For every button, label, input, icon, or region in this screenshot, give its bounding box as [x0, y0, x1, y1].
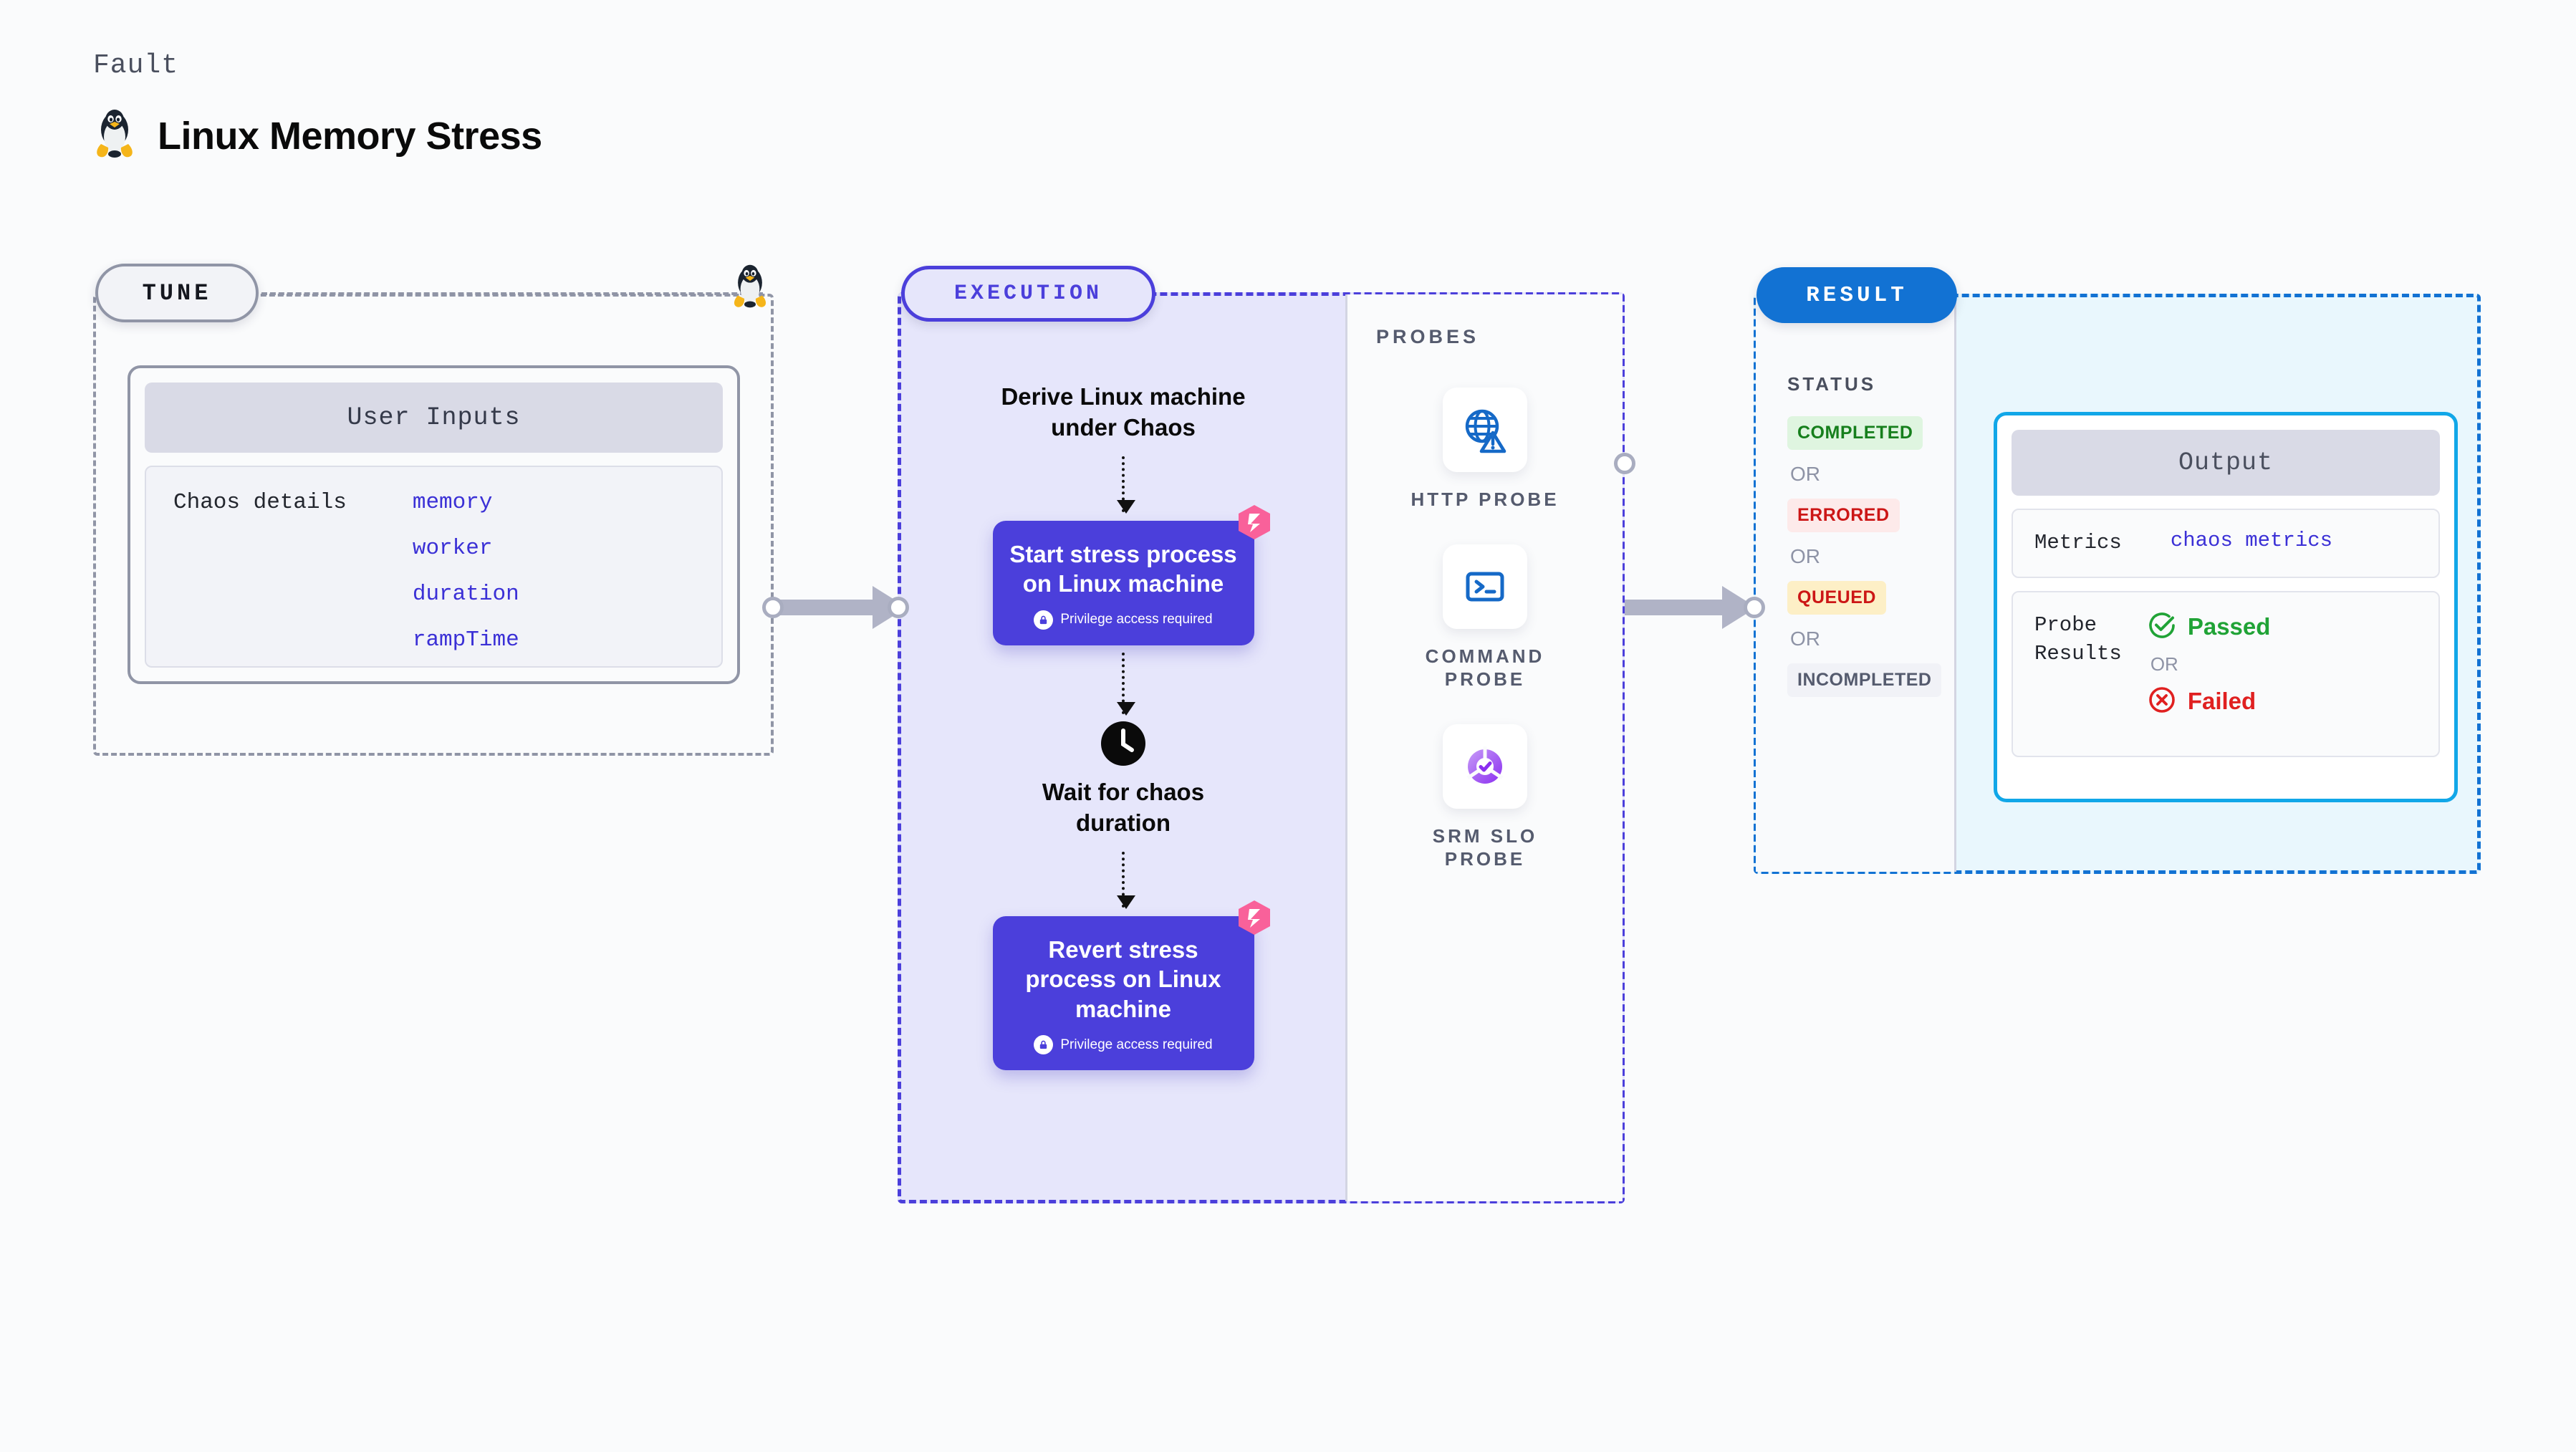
probes-panel: PROBES HTTP PROBE: [1345, 294, 1623, 1201]
probe-item-command[interactable]: COMMAND PROBE: [1426, 544, 1545, 691]
flow-connector-1: [1117, 456, 1135, 514]
terminal-icon: [1443, 544, 1527, 629]
chaos-details-label: Chaos details: [173, 490, 347, 515]
status-chip-incompleted: INCOMPLETED: [1787, 663, 1942, 697]
lock-icon: [1034, 1035, 1054, 1055]
revert-stress-node-title: Revert stress process on Linux machine: [1025, 936, 1221, 1022]
user-inputs-card: User Inputs Chaos details memory worker …: [128, 365, 740, 684]
page-title: Linux Memory Stress: [158, 114, 542, 158]
tune-top-dashed-line: [261, 292, 763, 295]
output-row-metrics: Metrics chaos metrics: [2012, 509, 2440, 578]
globe-warning-icon: [1442, 388, 1527, 472]
fault-kicker: Fault: [93, 50, 179, 81]
page-header: Fault Linux Memory Stress: [93, 50, 542, 163]
litmus-chaos-badge-icon: [1236, 502, 1273, 543]
probes-list: HTTP PROBE COMMAND PROBE: [1347, 388, 1623, 871]
probe-results-values: Passed OR Failed: [2148, 611, 2271, 737]
status-or-1: OR: [1790, 463, 1820, 485]
probe-result-passed-label: Passed: [2187, 613, 2271, 640]
litmus-chaos-badge-icon: [1236, 898, 1273, 938]
status-panel: STATUS COMPLETED OR ERRORED OR QUEUED OR…: [1756, 296, 1956, 872]
status-chip-completed-label: COMPLETED: [1797, 423, 1913, 443]
tune-stage-pill[interactable]: TUNE: [95, 264, 259, 322]
start-stress-node-privilege-label: Privilege access required: [1060, 612, 1213, 628]
metrics-label: Metrics: [2034, 531, 2122, 554]
revert-stress-node-privilege: Privilege access required: [1007, 1035, 1240, 1055]
output-row-probe-results: Probe Results Passed OR: [2012, 590, 2440, 757]
clock-icon: [1101, 721, 1145, 766]
start-stress-node-privilege: Privilege access required: [1007, 610, 1240, 630]
chaos-param-ramptime[interactable]: rampTime: [412, 628, 519, 653]
chaos-param-worker[interactable]: worker: [412, 536, 493, 561]
probe-label-command: COMMAND PROBE: [1425, 645, 1545, 691]
start-stress-node-title: Start stress process on Linux machine: [1009, 540, 1237, 597]
linux-penguin-badge-icon: [731, 264, 769, 313]
execution-section: Derive Linux machine under Chaos Start s…: [898, 292, 1625, 1203]
status-chip-queued-label: QUEUED: [1797, 587, 1876, 607]
revert-stress-node-privilege-label: Privilege access required: [1060, 1037, 1213, 1052]
check-circle-icon: [2148, 611, 2176, 643]
chaos-param-list: memory worker duration rampTime: [413, 490, 519, 666]
start-stress-node[interactable]: Start stress process on Linux machine Pr…: [992, 504, 1270, 645]
output-card: Output Metrics chaos metrics Probe Resul…: [1994, 412, 2458, 802]
arrow-execution-to-result: [1625, 586, 1761, 629]
probe-result-or: OR: [2150, 653, 2178, 675]
result-stage-pill[interactable]: RESULT: [1756, 267, 1957, 323]
slo-donut-check-icon: [1442, 723, 1527, 809]
execution-stage-pill[interactable]: EXECUTION: [901, 266, 1155, 322]
status-title: STATUS: [1787, 373, 1877, 395]
status-chip-errored-label: ERRORED: [1797, 505, 1890, 525]
status-chip-errored: ERRORED: [1787, 499, 1900, 532]
linux-penguin-icon: [93, 108, 136, 163]
status-chip-incompleted-label: INCOMPLETED: [1797, 670, 1932, 690]
x-circle-icon: [2148, 686, 2176, 718]
output-title: Output: [2012, 430, 2440, 496]
probe-result-failed: Failed: [2148, 686, 2271, 718]
probe-results-label: Probe Results: [2034, 612, 2122, 666]
connector-dot-result-in: [1744, 597, 1765, 618]
status-chip-queued: QUEUED: [1787, 581, 1886, 615]
connector-dot-probes-side: [1614, 453, 1635, 474]
derive-machine-step: Derive Linux machine under Chaos: [1001, 383, 1246, 441]
connector-dot-execution-in: [888, 597, 909, 618]
flow-connector-3: [1117, 851, 1135, 909]
probe-result-failed-label: Failed: [2187, 688, 2257, 715]
execution-flow: Derive Linux machine under Chaos Start s…: [901, 382, 1345, 1071]
probes-title: PROBES: [1376, 326, 1480, 347]
chaos-param-memory[interactable]: memory: [412, 490, 493, 515]
fault-title-row: Linux Memory Stress: [93, 108, 542, 163]
metrics-value[interactable]: chaos metrics: [2170, 529, 2333, 552]
tune-stage-label: TUNE: [142, 279, 212, 307]
connector-dot-tune-out: [762, 597, 784, 618]
probe-item-http[interactable]: HTTP PROBE: [1410, 388, 1559, 511]
revert-stress-node[interactable]: Revert stress process on Linux machine P…: [992, 900, 1270, 1071]
execution-stage-label: EXECUTION: [953, 282, 1103, 306]
status-or-2: OR: [1790, 545, 1820, 567]
wait-duration-step: Wait for chaos duration: [1042, 778, 1205, 836]
chaos-param-duration[interactable]: duration: [412, 582, 519, 607]
result-section: STATUS COMPLETED OR ERRORED OR QUEUED OR…: [1754, 294, 2481, 874]
probe-label-http: HTTP PROBE: [1410, 489, 1559, 510]
flow-connector-2: [1117, 652, 1135, 716]
probe-label-srm-slo: SRM SLO PROBE: [1432, 824, 1538, 870]
lock-icon: [1034, 610, 1054, 630]
user-inputs-body: Chaos details memory worker duration ram…: [145, 466, 723, 668]
probe-item-srm-slo[interactable]: SRM SLO PROBE: [1432, 723, 1538, 871]
result-stage-label: RESULT: [1806, 282, 1908, 308]
status-chip-list: COMPLETED OR ERRORED OR QUEUED OR INCOMP…: [1787, 416, 1942, 697]
status-or-3: OR: [1790, 628, 1820, 650]
probe-result-passed: Passed: [2148, 611, 2271, 643]
status-chip-completed: COMPLETED: [1787, 416, 1923, 450]
user-inputs-title: User Inputs: [145, 383, 723, 453]
